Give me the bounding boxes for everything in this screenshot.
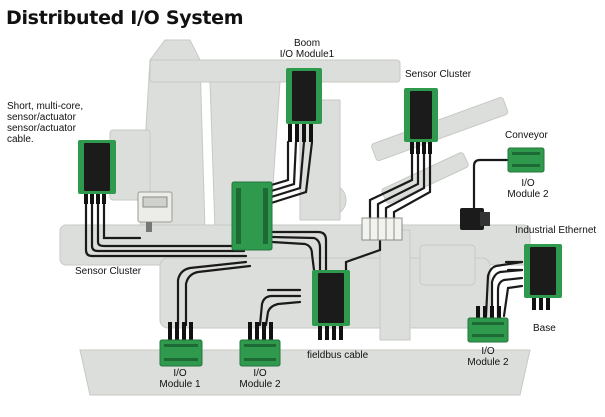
label-io-module-2-right: I/O Module 2 — [500, 178, 556, 200]
label-line: Boom — [293, 38, 321, 49]
label-sensor-cluster-left: Sensor Cluster — [75, 266, 142, 277]
module-io-2-mid — [239, 322, 281, 367]
module-fieldbus — [312, 270, 350, 340]
sensor-box — [460, 208, 490, 230]
label-short-cable: Short, multi-core, sensor/actuator senso… — [7, 101, 83, 145]
label-line: I/O — [521, 178, 535, 189]
label-sensor-cluster-top: Sensor Cluster — [405, 69, 472, 80]
label-line: I/O — [173, 368, 187, 379]
label-io-module-2-bottom: I/O Module 2 — [460, 346, 516, 368]
label-line: Module 2 — [507, 189, 549, 200]
module-base — [524, 244, 562, 310]
label-io-module-1: I/O Module 1 — [152, 368, 208, 390]
label-line: cable. — [7, 134, 34, 145]
diagram-title: Distributed I/O System — [6, 7, 244, 29]
label-line: sensor/actuator — [7, 112, 76, 123]
module-conveyor — [507, 147, 545, 173]
label-industrial-ethernet: Industrial Ethernet — [515, 225, 597, 236]
module-io-1 — [159, 322, 203, 367]
label-line: I/O Module1 — [279, 49, 335, 60]
label-line: I/O — [253, 368, 267, 379]
label-boom: Boom I/O Module1 — [272, 38, 342, 60]
central-hub-module — [231, 181, 273, 251]
label-conveyor: Conveyor — [505, 130, 548, 141]
module-short-cable — [78, 140, 116, 204]
sensor-device-left — [137, 191, 173, 232]
label-io-module-2-mid: I/O Module 2 — [232, 368, 288, 390]
label-line: I/O — [481, 346, 495, 357]
module-sensor-cluster-top — [404, 88, 438, 154]
module-boom — [286, 68, 322, 142]
cables — [84, 140, 524, 327]
label-line: Module 2 — [467, 357, 509, 368]
label-base: Base — [533, 323, 556, 334]
label-fieldbus-cable: fieldbus cable — [307, 350, 369, 361]
label-line: sensor/actuator — [7, 123, 76, 134]
label-line: Short, multi-core, — [7, 101, 84, 112]
label-line: Module 2 — [239, 379, 281, 390]
terminal-strip — [361, 217, 403, 241]
label-line: Module 1 — [159, 379, 201, 390]
module-io-2-bottom — [467, 306, 509, 343]
